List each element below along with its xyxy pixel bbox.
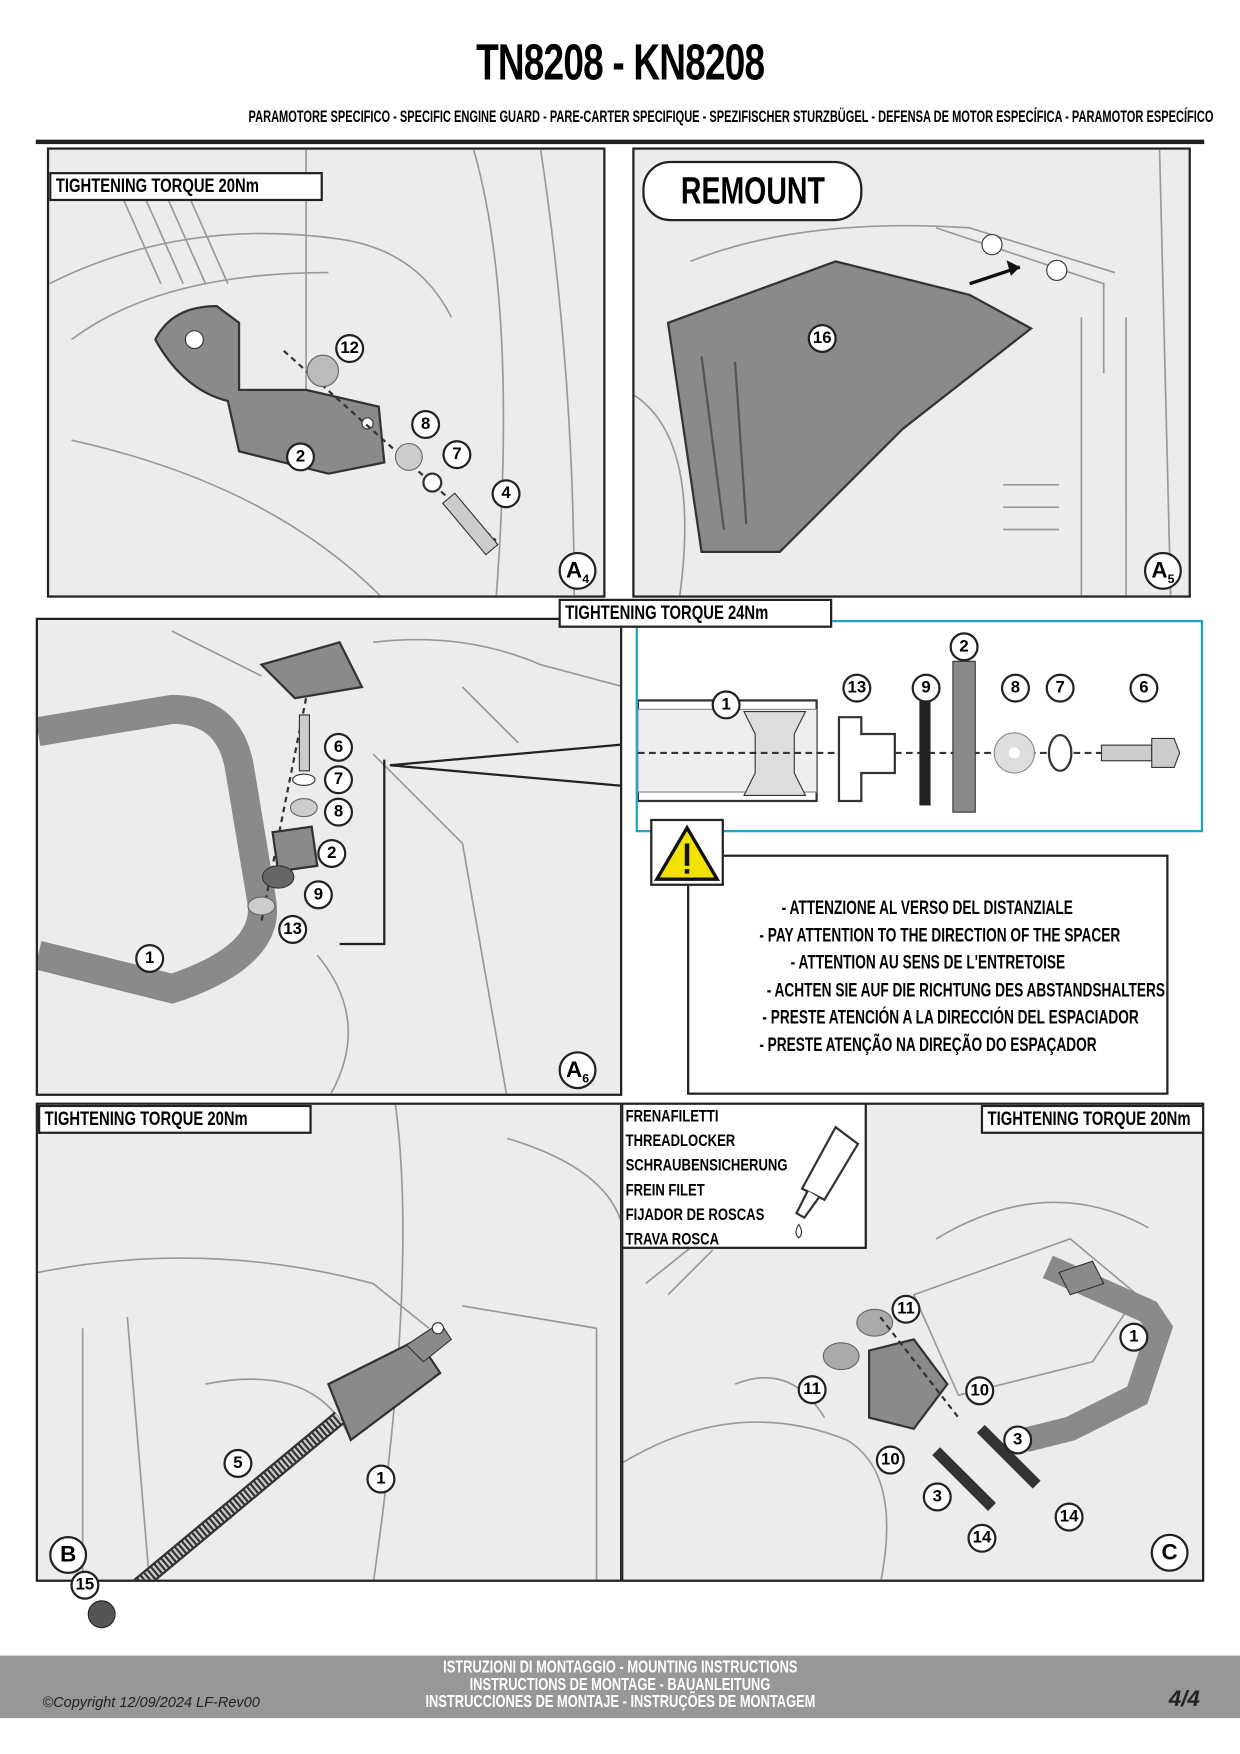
panel-a5: REMOUNT 16 A5 [632, 147, 1191, 598]
warning-line: - ATTENZIONE AL VERSO DEL DISTANZIALE [782, 897, 1074, 919]
callout: 10 [965, 1376, 995, 1406]
footer-title: ISTRUZIONI DI MONTAGGIO - MOUNTING INSTR… [425, 1657, 815, 1712]
page-title: TN8208 - KN8208 [475, 32, 765, 91]
cover-illustration [634, 149, 1172, 596]
callout: 1 [1119, 1322, 1149, 1352]
warning-note: - ATTENZIONE AL VERSO DEL DISTANZIALE - … [687, 854, 1169, 1095]
callout: 9 [911, 673, 941, 703]
callout: 15 [70, 1570, 100, 1600]
callout: 11 [797, 1375, 827, 1405]
bracket-illustration [49, 149, 576, 596]
step-marker: A6 [558, 1051, 597, 1090]
warning-line: - ACHTEN SIE AUF DIE RICHTUNG DES ABSTAN… [766, 979, 1166, 1001]
step-marker: C [1150, 1533, 1189, 1572]
panel-a6: 6 7 8 2 9 13 1 A6 [35, 617, 623, 1096]
callout: 10 [875, 1445, 905, 1475]
panel-a4: TIGHTENING TORQUE 20Nm 12 8 7 2 4 A4 [46, 147, 606, 598]
callout: 4 [491, 479, 521, 509]
threadlocker-line: THREADLOCKER [625, 1131, 736, 1151]
callout: 2 [317, 838, 347, 869]
callout: 12 [335, 334, 365, 364]
callout: 1 [366, 1464, 396, 1494]
page-footer: ©Copyright 12/09/2024 LF-Rev00 ISTRUZION… [0, 1655, 1240, 1719]
callout: 8 [323, 797, 354, 827]
threadlocker-line: TRAVA ROSCA [625, 1229, 720, 1249]
engine-guard-illustration [37, 630, 621, 1094]
callout: 2 [285, 442, 316, 472]
warning-line: - PAY ATTENTION TO THE DIRECTION OF THE … [759, 924, 1121, 946]
threadlocker-line: FRENAFILETTI [625, 1107, 719, 1127]
end-cap-icon [87, 1600, 116, 1629]
callout: 11 [891, 1294, 921, 1324]
panel-b: TIGHTENING TORQUE 20Nm 5 1 B [35, 1102, 623, 1582]
exploded-detail-view: 1 13 9 2 8 7 6 [635, 620, 1204, 833]
torque-label: TIGHTENING TORQUE 24Nm [558, 598, 833, 628]
callout: 16 [807, 323, 837, 354]
page-subtitle: PARAMOTORE SPECIFICO - SPECIFIC ENGINE G… [248, 107, 1214, 127]
callout: 3 [1003, 1425, 1033, 1455]
callout: 5 [223, 1448, 253, 1478]
threadlocker-line: FREIN FILET [625, 1180, 705, 1200]
remount-label: REMOUNT [642, 160, 863, 222]
callout: 8 [411, 409, 441, 440]
callout: 14 [1054, 1502, 1084, 1532]
callout: 13 [278, 914, 308, 944]
warning-line: - PRESTE ATENCIÓN A LA DIRECCIÓN DEL ESP… [762, 1006, 1139, 1029]
callout: 14 [967, 1523, 997, 1553]
crash-bar-mounting-illustration [37, 1104, 621, 1580]
callout: 7 [323, 765, 354, 795]
page-number: 4/4 [1168, 1686, 1200, 1712]
torque-label: TIGHTENING TORQUE 20Nm [49, 172, 323, 202]
callout: 2 [949, 632, 979, 662]
threadlocker-line: FIJADOR DE ROSCAS [625, 1205, 765, 1225]
threadlocker-tube-icon [795, 1125, 860, 1239]
callout: 8 [1000, 673, 1030, 703]
threadlocker-note: FRENAFILETTI THREADLOCKER SCHRAUBENSICHE… [621, 1102, 867, 1249]
copyright: ©Copyright 12/09/2024 LF-Rev00 [42, 1693, 260, 1711]
torque-label: TIGHTENING TORQUE 20Nm [37, 1104, 312, 1134]
warning-line: - ATTENTION AU SENS DE L'ENTRETOISE [790, 951, 1065, 974]
step-marker: A5 [1143, 551, 1182, 590]
callout: 7 [1045, 673, 1075, 703]
callout: 13 [842, 673, 872, 703]
callout: 7 [442, 440, 472, 470]
step-marker: A4 [558, 551, 597, 590]
callout: 3 [922, 1482, 952, 1512]
callout: 9 [303, 880, 333, 910]
threadlocker-line: SCHRAUBENSICHERUNG [625, 1156, 788, 1176]
crash-bar-side-illustration [623, 1201, 1174, 1580]
exploded-parts-illustration [637, 660, 1181, 813]
warning-triangle-icon [650, 818, 724, 886]
step-marker: B [49, 1536, 88, 1575]
callout: 6 [323, 732, 354, 762]
callout: 6 [1129, 673, 1159, 703]
header-divider [35, 139, 1205, 145]
callout: 1 [711, 690, 741, 720]
warning-line: - PRESTE ATENÇÃO NA DIREÇÃO DO ESPAÇADOR [759, 1034, 1097, 1056]
torque-label: TIGHTENING TORQUE 20Nm [980, 1104, 1203, 1134]
callout: 1 [135, 943, 165, 974]
